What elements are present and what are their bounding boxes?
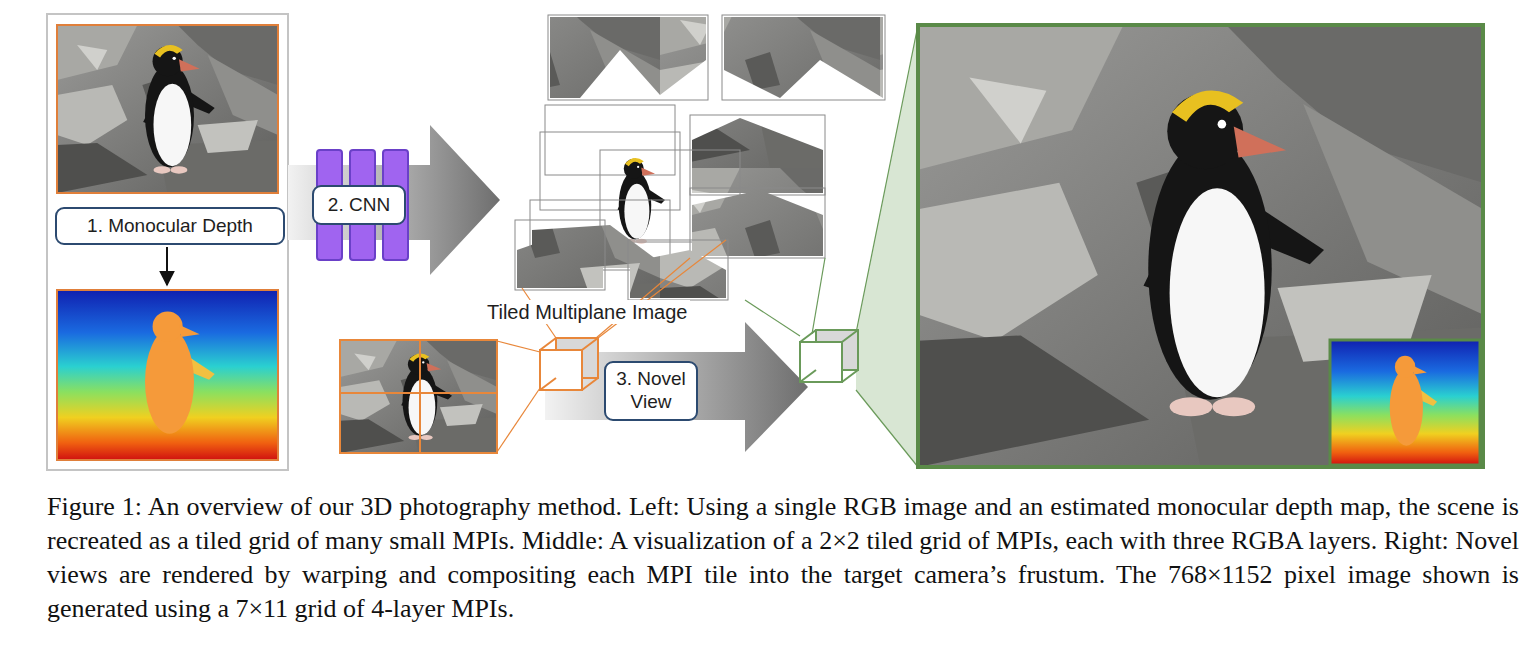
novel-view-image-part xyxy=(1144,91,1325,417)
step-label: 1. Monocular Depth xyxy=(87,215,253,238)
mpi-stack-part xyxy=(548,15,708,100)
input-panel-part xyxy=(47,14,288,470)
figure-caption: Figure 1: An overview of our 3D photogra… xyxy=(47,490,1519,626)
input-panel-part xyxy=(166,247,168,285)
mpi-stack-part xyxy=(692,190,823,256)
input-panel-part xyxy=(57,290,278,460)
tile-grid-image-part xyxy=(340,392,497,394)
mpi-stack-part xyxy=(517,235,603,288)
novel-view-image-part xyxy=(1330,340,1480,465)
step-box: 2. CNN xyxy=(312,185,406,225)
mpi-stack-part xyxy=(690,188,825,258)
target-camera-part xyxy=(800,330,858,382)
novel-view-image-part xyxy=(918,25,1483,467)
step-box: 3. Novel View xyxy=(604,361,698,421)
tile-grid-image-part xyxy=(340,340,497,453)
source-camera-part xyxy=(540,338,598,390)
tile-grid-image-part xyxy=(497,341,540,352)
target-camera xyxy=(800,330,858,382)
mpi-stack-part xyxy=(692,118,823,193)
novel-view-image xyxy=(745,25,1483,467)
tile-grid-image-part xyxy=(419,340,421,453)
mpi-stack xyxy=(515,15,885,300)
mpi-stack-part xyxy=(515,220,605,290)
step-label: 2. CNN xyxy=(328,194,390,217)
tile-grid-image-part xyxy=(497,388,540,452)
process-arrow xyxy=(288,125,500,275)
novel-view-image-part xyxy=(918,25,1483,467)
mpi-stack-part xyxy=(722,15,885,100)
input-panel-part xyxy=(57,290,278,460)
step-label: 3. Novel View xyxy=(612,368,690,414)
mpi-stack-part xyxy=(628,240,728,300)
source-camera-part xyxy=(540,350,582,390)
mpi-stack-part xyxy=(618,158,666,244)
mpi-stack-part xyxy=(724,17,883,98)
novel-view-image-part xyxy=(745,300,800,336)
step-box: 1. Monocular Depth xyxy=(55,207,285,245)
novel-view-image-part xyxy=(812,258,825,334)
tile-grid-image-part xyxy=(340,340,497,453)
input-panel-part xyxy=(57,25,278,193)
novel-view-image-part xyxy=(1330,340,1480,465)
mpi-stack-part xyxy=(550,17,706,98)
input-panel-part xyxy=(57,25,278,193)
tile-grid-image xyxy=(340,340,540,453)
input-panel xyxy=(47,14,288,470)
novel-view-image-part xyxy=(856,25,918,467)
mpi-stack-part xyxy=(630,250,726,298)
mpi-stack-part xyxy=(545,105,675,175)
process-arrow-part xyxy=(288,125,500,275)
figure-label: Tiled Multiplane Image xyxy=(484,300,690,324)
novel-view-image-part xyxy=(856,390,918,467)
novel-view-image-part xyxy=(856,25,918,333)
target-camera-part xyxy=(800,342,842,382)
mpi-stack-part xyxy=(690,115,825,195)
